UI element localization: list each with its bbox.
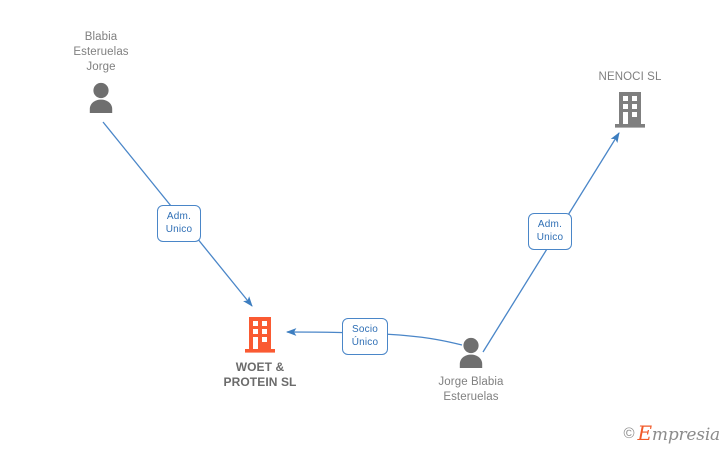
person-icon: [84, 81, 118, 113]
edge-label-socio-unico[interactable]: Socio Único: [342, 318, 388, 355]
node-label-blabia-esteruelas-jorge: Blabia Esteruelas Jorge: [73, 31, 129, 73]
edge-label-adm-unico-left[interactable]: Adm. Unico: [157, 205, 201, 242]
brand-rest: mpresia: [651, 425, 720, 445]
edge-line-socio-unico: [285, 328, 463, 346]
node-jorge-blabia-esteruelas[interactable]: Jorge Blabia Esteruelas: [396, 336, 546, 405]
edge-label-adm-unico-right[interactable]: Adm. Unico: [528, 213, 572, 250]
person-icon: [454, 336, 488, 368]
node-blabia-esteruelas-jorge[interactable]: Blabia Esteruelas Jorge: [26, 30, 176, 113]
building-icon: [243, 316, 277, 354]
node-woet-protein-sl[interactable]: WOET & PROTEIN SL: [185, 316, 335, 390]
brand-name: Empresia: [638, 423, 721, 444]
node-label-woet-protein-sl: WOET & PROTEIN SL: [223, 360, 297, 389]
building-icon: [613, 91, 647, 129]
empresia-watermark: © Empresia: [623, 423, 720, 444]
node-label-jorge-blabia-esteruelas: Jorge Blabia Esteruelas: [438, 376, 504, 403]
brand-initial: E: [637, 421, 653, 445]
node-label-nenoci-sl: NENOCI SL: [598, 71, 662, 83]
node-nenoci-sl[interactable]: NENOCI SL: [555, 70, 705, 129]
copyright-icon: ©: [623, 425, 635, 442]
